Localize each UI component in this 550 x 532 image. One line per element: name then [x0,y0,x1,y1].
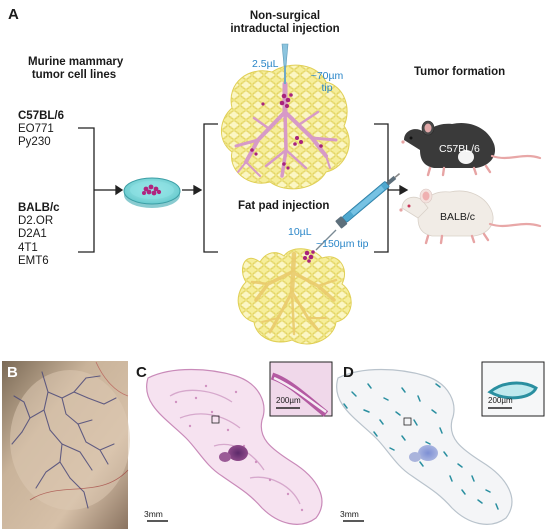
arrow-to-mice [388,184,409,196]
fatpad-heading: Fat pad injection [238,200,330,212]
cell-line-4t1: 4T1 [18,241,38,254]
cell-lines-heading: Murine mammary tumor cell lines [28,56,124,82]
panel-letter-c: C [136,364,147,381]
cell-line-d2or: D2.OR [18,215,54,228]
cell-line-d2a1: D2A1 [18,228,47,241]
white-mouse-icon [399,188,542,245]
upper-mammary-gland-illustration [221,64,350,190]
cell-line-py230: Py230 [18,136,51,149]
panel-c-inset-scale: 200µm [276,396,301,405]
cell-line-eo771: EO771 [18,123,54,136]
panel-d-ihc-section [336,361,545,525]
intraductal-heading-line1: Non-surgical [249,10,321,22]
intraductal-tip-line2: tip [321,82,333,95]
intraductal-heading: Non-surgical intraductal injection [218,10,352,36]
lower-duct-tree [250,251,338,336]
arrow-to-injection [182,184,203,196]
panel-b-photograph [2,361,130,529]
lower-mammary-gland-illustration [237,248,352,345]
center-left-bracket [203,123,218,253]
panel-d-inset-scale: 200µm [488,396,513,405]
upper-duct-tree [234,81,338,178]
lower-tumor-foci [303,250,315,263]
panel-letter-b: B [7,364,18,381]
syringe-icon [335,172,401,229]
strain-c57-name: C57BL/6 [18,110,65,122]
strain-balbc-name: BALB/c [18,202,60,214]
panel-c-he-section [146,361,333,525]
tumor-formation-heading: Tumor formation [414,66,506,78]
strain-c57-group: C57BL/6 EO771 Py230 [18,110,64,150]
panel-c-scale: 3mm [144,509,163,519]
cell-lines-heading-line2: tumor cell lines [31,69,117,82]
black-mouse-icon [401,120,542,177]
left-bracket [78,127,110,253]
cell-lines-heading-line1: Murine mammary [28,56,124,68]
upper-tumor-foci [250,93,323,170]
strain-balbc-group: BALB/c D2.OR D2A1 4T1 EMT6 [18,202,60,268]
panel-letter-a: A [8,6,19,23]
intraductal-heading-line2: intraductal injection [230,23,340,36]
mouse-c57-label: C57BL/6 [439,143,480,155]
panel-letter-d: D [343,364,354,381]
fatpad-tip-label: ~150µm tip [316,238,369,250]
intraductal-tip-label: ~70µm tip [306,70,348,94]
panel-d-scale: 3mm [340,509,359,519]
arrow-to-dish [110,184,124,196]
intraductal-volume-label: 2.5µL [252,58,279,70]
fatpad-volume-label: 10µL [288,226,312,238]
intraductal-tip-line1: ~70µm [310,70,344,82]
syringe-needle [315,229,337,251]
mouse-balbc-label: BALB/c [440,211,476,223]
intraductal-needle-icon [281,43,289,84]
petri-dish-icon [123,177,181,208]
cell-line-emt6: EMT6 [18,254,49,267]
